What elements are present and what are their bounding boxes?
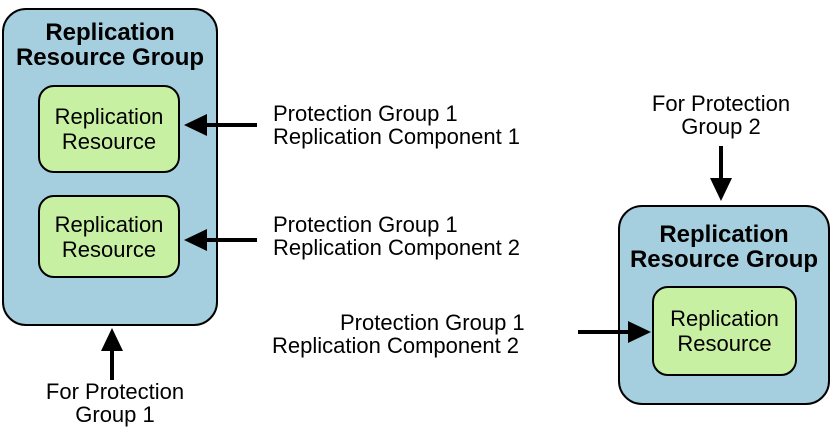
group-1-title: Replication Resource Group [15,19,205,71]
arrow-for-group1-up-icon [101,328,123,380]
replication-resource-1: Replication Resource [38,85,180,173]
label-protection-group-1-component-2-right-line2: Replication Component 2 [272,333,520,358]
replication-resource-2: Replication Resource [38,195,180,278]
label-for-protection-group-2: For Protection Group 2 [651,91,791,139]
replication-resource-group-2: Replication Resource Group Replication R… [618,205,830,405]
label-for-protection-group-1: For Protection Group 1 [45,379,185,427]
group-2-title: Replication Resource Group [629,221,819,273]
label-protection-group-1-component-1: Protection Group 1 Replication Component… [273,101,521,149]
arrow-for-group2-down-icon [710,146,732,201]
label-protection-group-1-component-2: Protection Group 1 Replication Component… [273,212,521,260]
replication-resource-3: Replication Resource [652,286,797,376]
label-protection-group-1-component-2-right-line1: Protection Group 1 [340,310,525,335]
replication-resource-group-1: Replication Resource Group Replication R… [2,8,218,326]
